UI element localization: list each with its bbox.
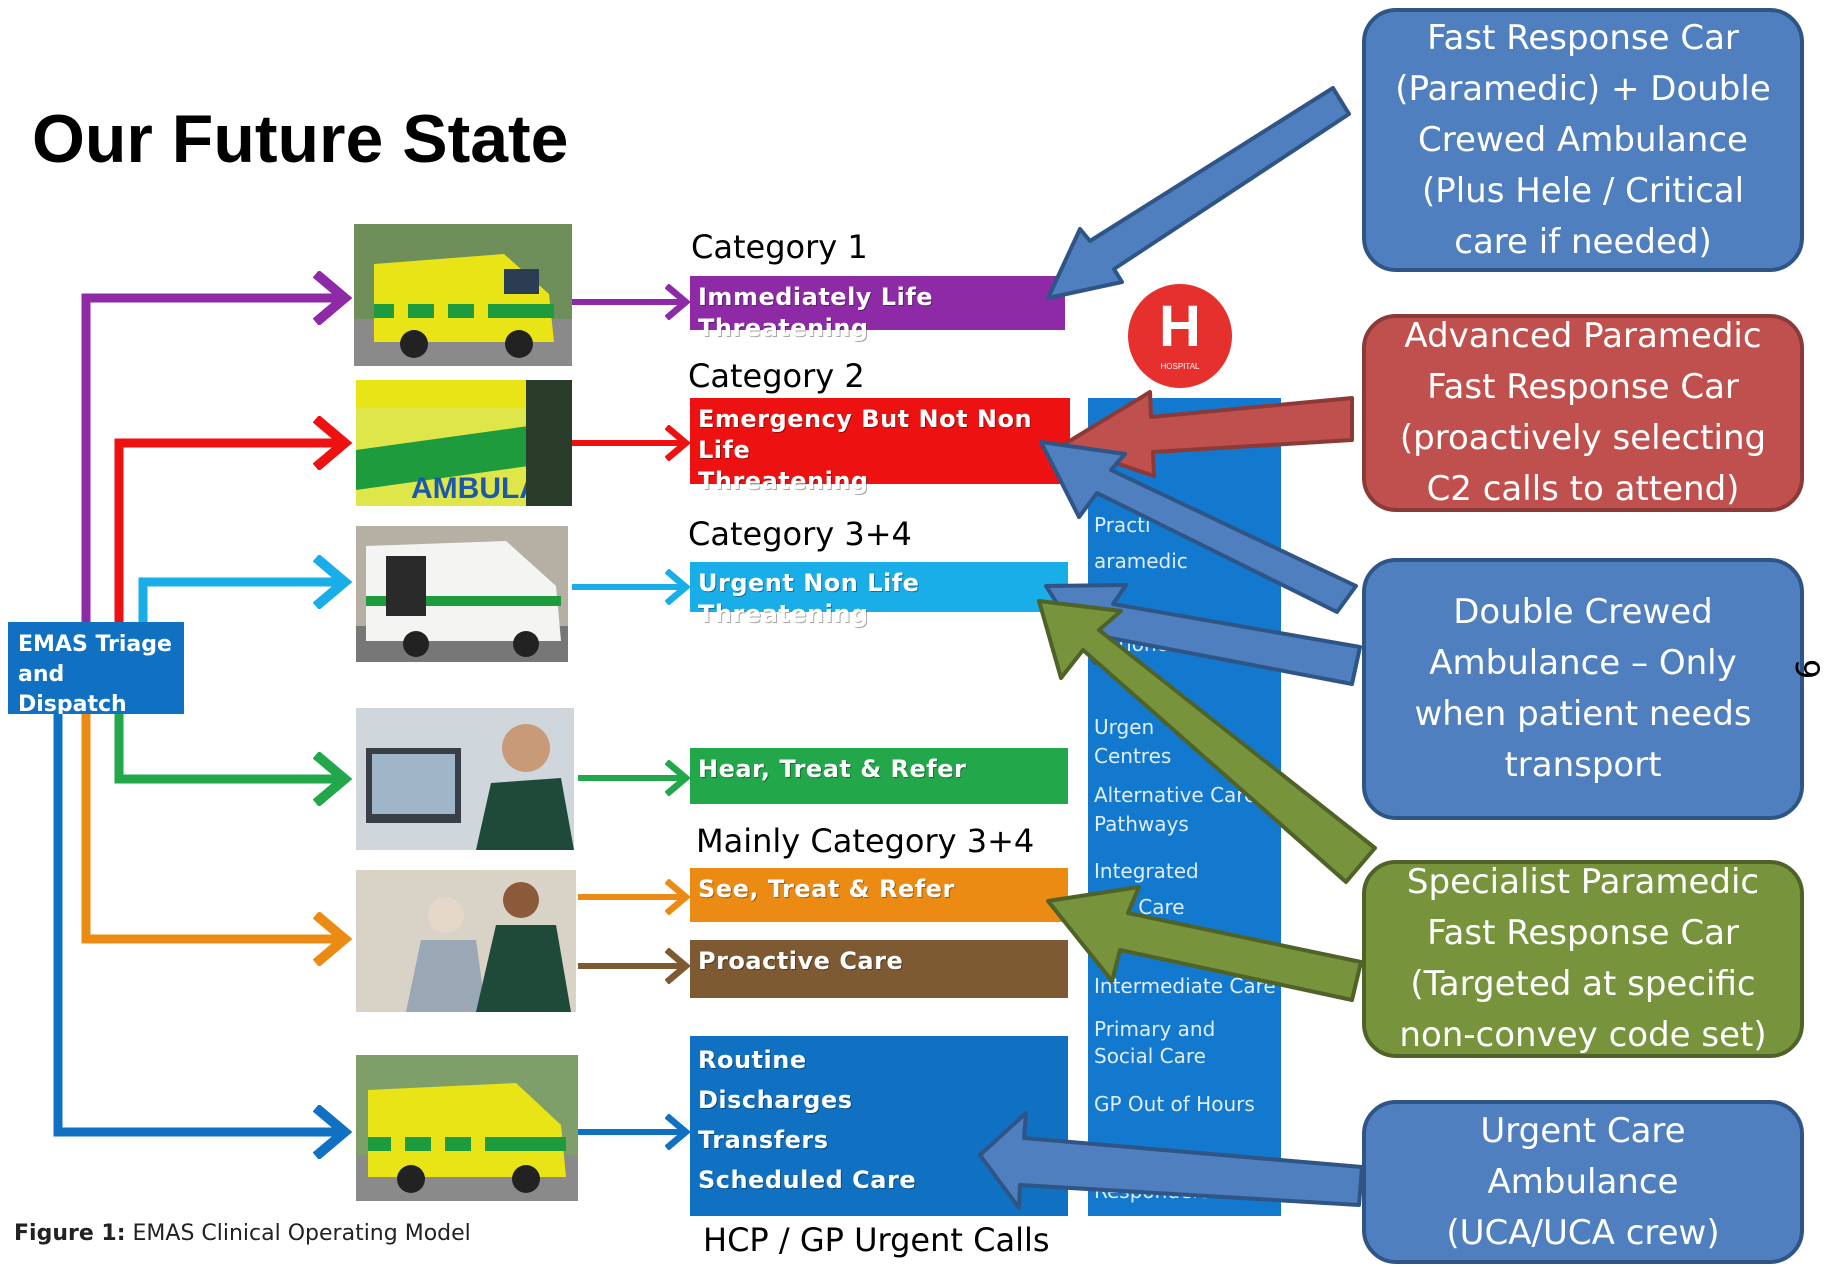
service-item: Centres — [1094, 744, 1172, 768]
hospital-letter: H — [1159, 294, 1201, 359]
emas-triage-dispatch-box: EMAS Triage and Dispatch — [8, 622, 184, 717]
band-emergency-line-2: Threatening — [698, 467, 869, 495]
dispatch-line-2: and Dispatch — [18, 662, 127, 717]
callout-line: (UCA/UCA crew) — [1446, 1212, 1720, 1253]
callout-line: Fast Response Car — [1427, 913, 1739, 953]
service-item: Practi — [1094, 513, 1151, 537]
callout-line: Double Crewed — [1453, 592, 1713, 632]
callout-advanced-paramedic: Advanced Paramedic Fast Response Car (pr… — [1362, 314, 1804, 512]
call-handler-photo — [356, 708, 574, 850]
callout-line: (proactively selecting — [1399, 418, 1767, 458]
hcp-gp-urgent-calls-label: HCP / GP Urgent Calls — [703, 1221, 1050, 1259]
service-item: nity Care — [1094, 895, 1185, 919]
service-item: Intermediate Care — [1094, 974, 1276, 998]
service-item: Alternative Care — [1094, 783, 1257, 807]
dispatch-line-1: EMAS Triage — [18, 632, 172, 657]
green-route-line — [114, 714, 342, 779]
category-3-4-label: Category 3+4 — [688, 515, 912, 553]
page-title: Our Future State — [32, 101, 569, 177]
purple-route-line — [81, 298, 342, 622]
mainly-category-3-4-label: Mainly Category 3+4 — [696, 822, 1035, 860]
band-proactive-care: Proactive Care — [690, 940, 1068, 998]
callout-line: C2 calls to attend) — [1426, 469, 1740, 509]
service-item: aramedic — [1094, 549, 1188, 573]
callout-line: Specialist Paramedic — [1406, 862, 1760, 902]
callout-line: Ambulance – Only — [1429, 643, 1737, 683]
service-item: GP Out of Hours — [1094, 1092, 1255, 1116]
service-item: Primary and — [1094, 1017, 1216, 1041]
page-number: 9 — [1788, 658, 1827, 680]
cyan-route-line — [138, 582, 342, 622]
callout-line: Fast Response Car — [1427, 17, 1739, 58]
red-route-line — [114, 443, 342, 622]
see-and-treat-photo — [356, 870, 576, 1012]
orange-route-line — [81, 714, 342, 939]
callout-line: Urgent Care — [1480, 1110, 1686, 1151]
callout-line: (Paramedic) + Double — [1395, 68, 1771, 109]
routine-line: Transfers — [698, 1126, 829, 1154]
band-see-treat-refer: See, Treat & Refer — [690, 868, 1068, 922]
callout-line: non-convey code set) — [1399, 1015, 1767, 1055]
category-1-label: Category 1 — [691, 228, 868, 266]
service-item: Urgen — [1094, 715, 1155, 739]
callout-line: Advanced Paramedic — [1404, 316, 1762, 356]
callout-line: transport — [1504, 745, 1662, 785]
routine-line: Scheduled Care — [698, 1166, 917, 1194]
callout-double-crewed-ambulance: Double Crewed Ambulance – Only when pati… — [1362, 558, 1804, 820]
band-emergency: Emergency But Not Non Life Threatening — [690, 398, 1070, 495]
hospital-icon: H HOSPITAL — [1128, 284, 1232, 388]
figure-caption: Figure 1: EMAS Clinical Operating Model — [14, 1221, 471, 1246]
band-routine: Routine Discharges Transfers Scheduled C… — [690, 1036, 1068, 1216]
callout-fast-response-car: Fast Response Car (Paramedic) + Double C… — [1362, 8, 1804, 272]
services-panel: Practi aramedic ctitione Urgen Centres A… — [1088, 398, 1281, 1216]
service-item: Social Care — [1094, 1044, 1206, 1068]
ambulance-photo-1 — [354, 224, 572, 366]
callout-urgent-care-ambulance: Urgent Care Ambulance (UCA/UCA crew) — [1362, 1100, 1804, 1264]
band-immediately-life-threatening: Immediately Life Threatening — [690, 276, 1065, 342]
ambulance-photo-2: AMBULANCE — [356, 380, 572, 506]
routine-line: Discharges — [698, 1086, 853, 1114]
callout-line: care if needed) — [1454, 221, 1712, 262]
service-item: Pathways — [1094, 812, 1189, 836]
callout-line: Crewed Ambulance — [1418, 119, 1748, 160]
category-2-label: Category 2 — [688, 357, 865, 395]
callout-line: (Targeted at specific — [1410, 964, 1756, 1004]
ambulance-photo-4 — [356, 1055, 578, 1201]
callout-line: Ambulance — [1487, 1161, 1679, 1202]
figure-caption-text: EMAS Clinical Operating Model — [132, 1221, 471, 1246]
ambulance-photo-3 — [356, 526, 568, 662]
callout-line: Fast Response Car — [1427, 367, 1739, 407]
service-item: Integrated — [1094, 859, 1199, 883]
blue-route-line — [53, 714, 342, 1132]
hospital-caption: HOSPITAL — [1160, 362, 1200, 371]
callout-specialist-paramedic: Specialist Paramedic Fast Response Car (… — [1362, 860, 1804, 1058]
band-emergency-line-1: Emergency But Not Non Life — [698, 405, 1033, 464]
callout-line: (Plus Hele / Critical — [1421, 170, 1745, 211]
band-urgent-non-life-threatening: Urgent Non Life Threatening — [690, 562, 1068, 628]
service-item: ctitione — [1094, 632, 1170, 656]
routine-line: Routine — [698, 1046, 807, 1074]
callout-line: when patient needs — [1414, 694, 1752, 734]
service-item: Responders — [1094, 1179, 1211, 1203]
band-hear-treat-refer: Hear, Treat & Refer — [690, 748, 1068, 804]
figure-caption-label: Figure 1: — [14, 1221, 126, 1246]
